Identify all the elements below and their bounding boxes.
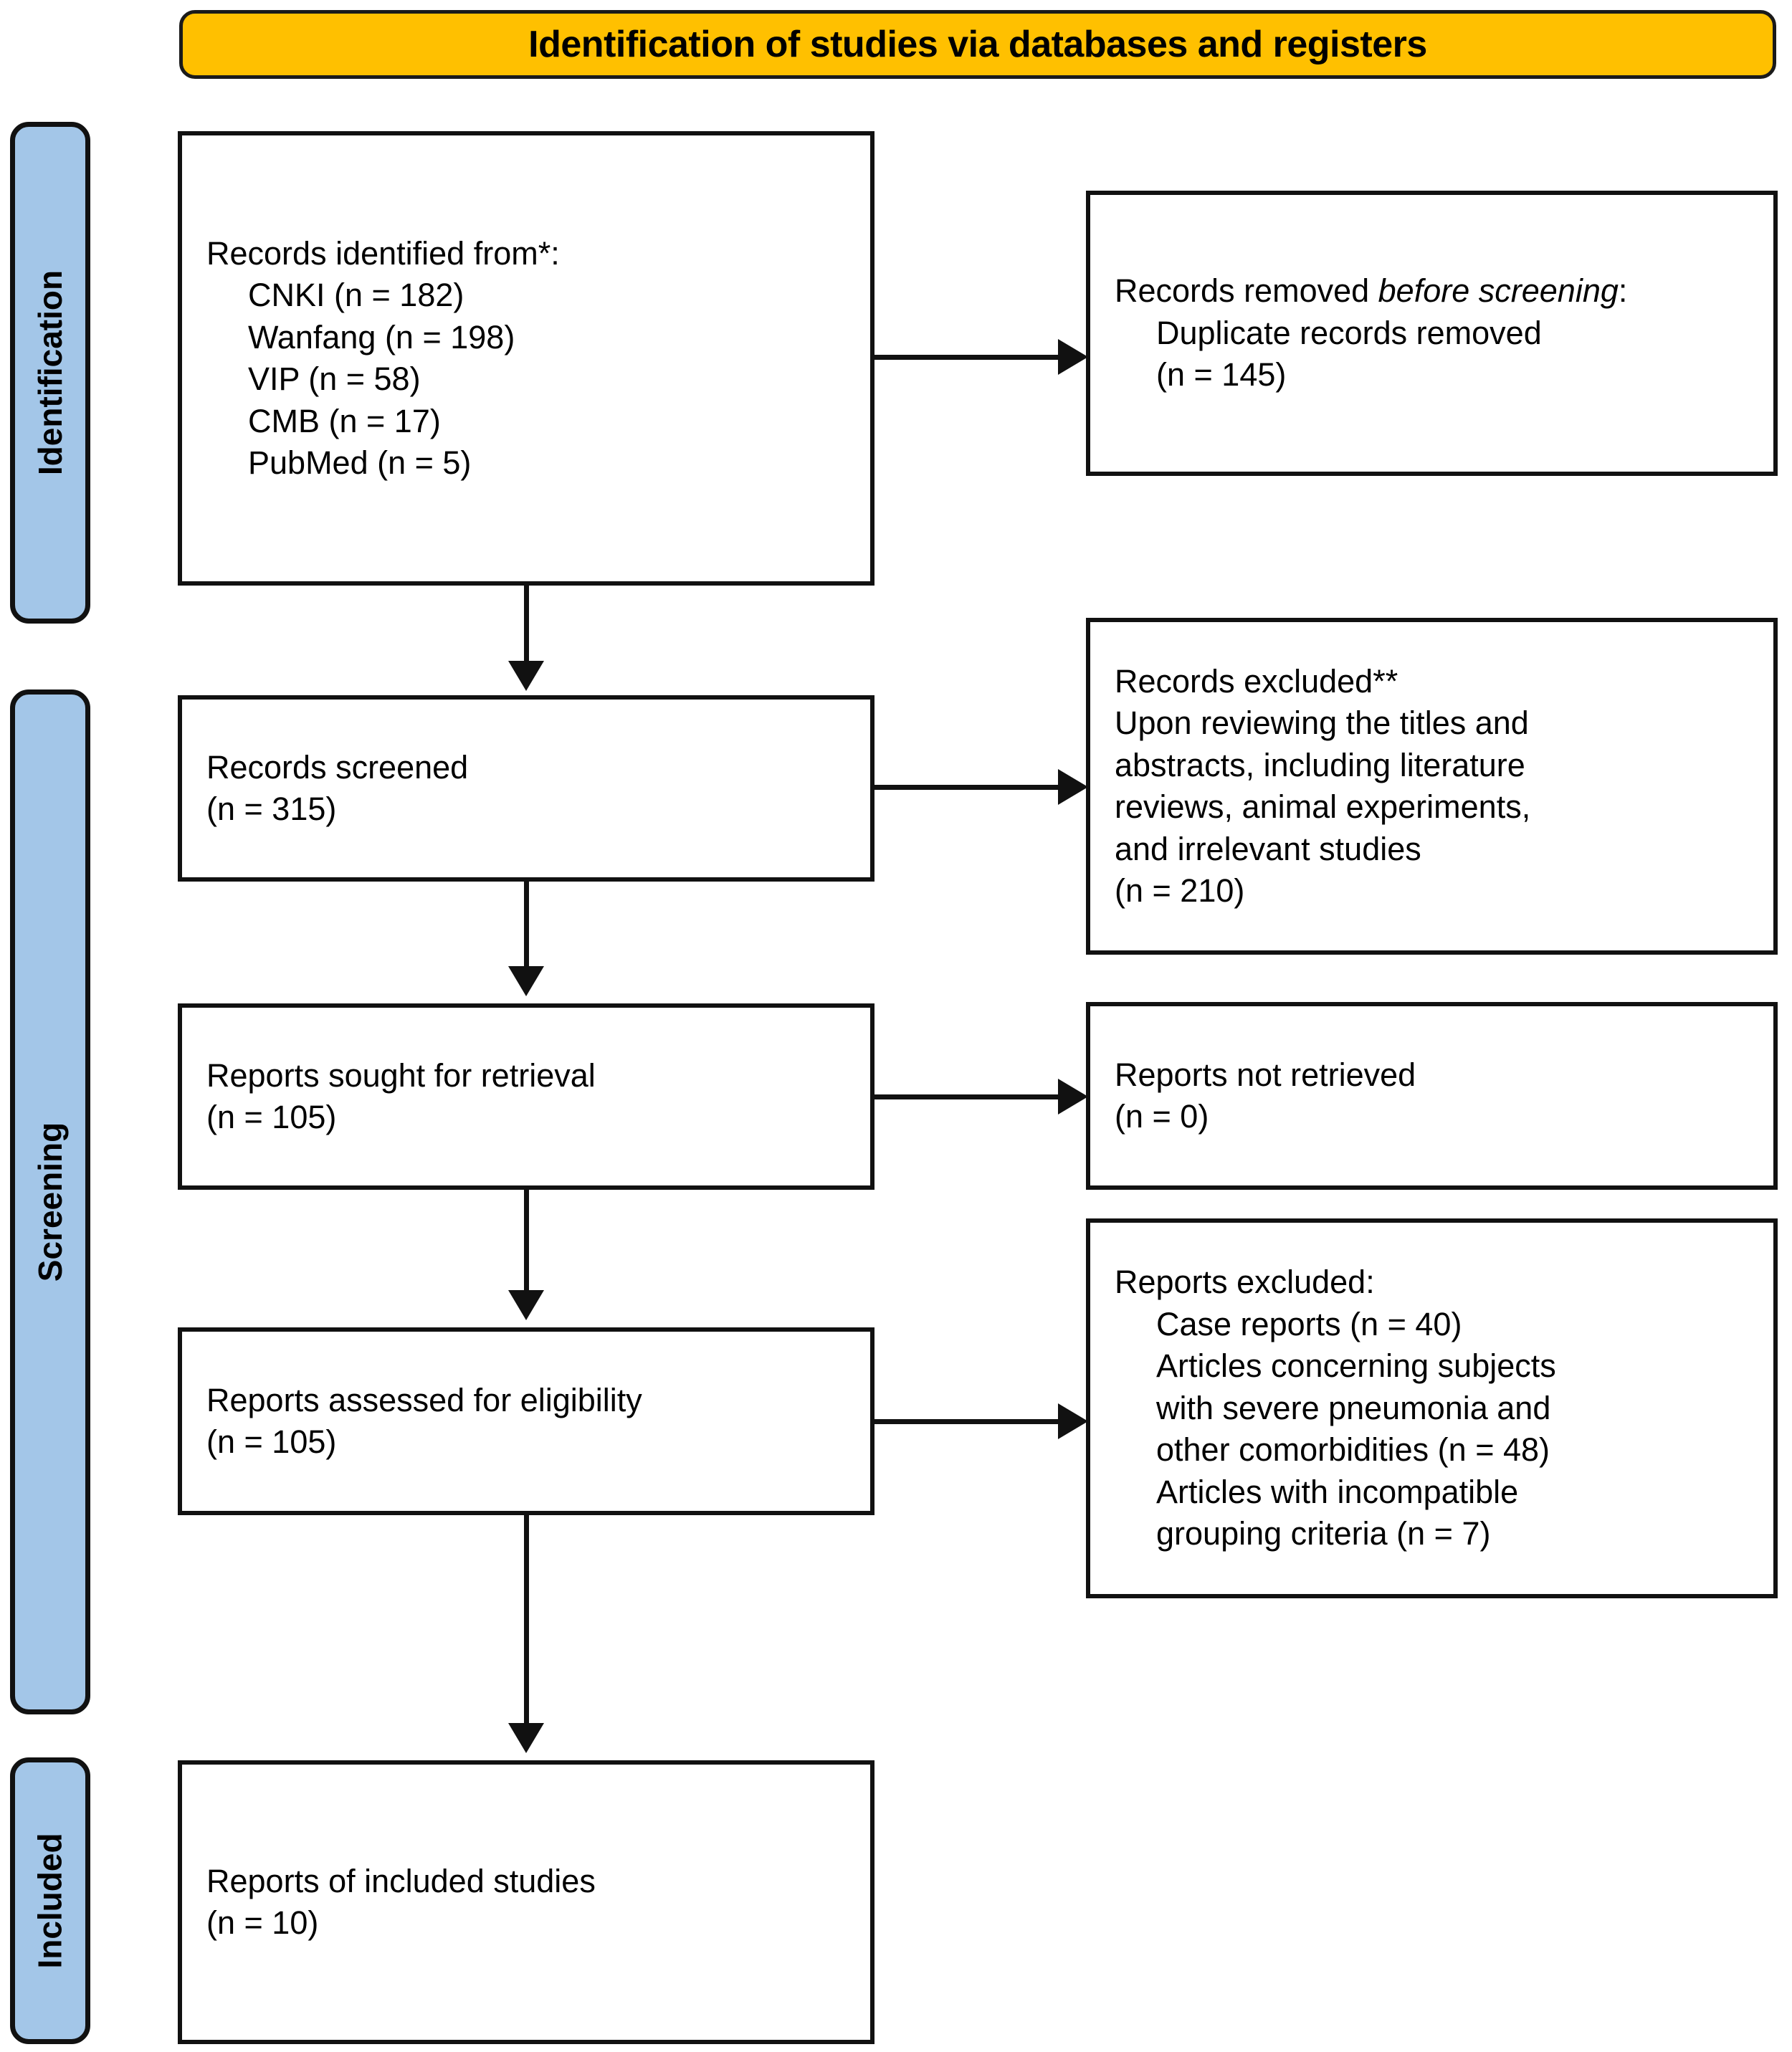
records-excluded-count: (n = 210) [1115,872,1245,909]
box-records-screened: Records screened (n = 315) [178,695,874,882]
box-reports-not-retrieved: Reports not retrieved (n = 0) [1086,1002,1778,1190]
records-excluded-line5: and irrelevant studies [1115,830,1421,867]
records-excluded-line2: Upon reviewing the titles and [1115,705,1529,741]
stage-label-screening: Screening [10,689,90,1714]
connector-sought-to-not-retrieved [874,1094,1059,1099]
arrow-down-icon-screened-to-sought [508,966,544,996]
records-excluded-heading: Records excluded** [1115,662,1398,700]
reports-not-retrieved-count: (n = 0) [1115,1098,1209,1135]
stage-label-identification-text: Identification [32,269,70,476]
records-identified-heading: Records identified from*: [206,234,560,272]
reports-included-label: Reports of included studies [206,1862,596,1899]
records-excluded-line3: abstracts, including literature [1115,746,1525,783]
records-identified-item-wanfang: Wanfang (n = 198) [248,318,515,355]
records-screened-label: Records screened [206,748,469,786]
box-reports-included-text: Reports of included studies (n = 10) [182,1861,870,1944]
box-records-removed-text: Records removed before screening: Duplic… [1090,270,1773,396]
records-removed-item-count: (n = 145) [1156,356,1287,393]
arrow-right-icon-sought-to-not-retrieved [1058,1079,1088,1115]
reports-assessed-count: (n = 105) [206,1423,337,1460]
reports-included-count: (n = 10) [206,1904,319,1941]
arrow-down-icon-sought-to-assessed [508,1290,544,1320]
arrow-down-icon-identified-to-screened [508,661,544,691]
box-reports-sought-text: Reports sought for retrieval (n = 105) [182,1055,870,1139]
box-reports-sought: Reports sought for retrieval (n = 105) [178,1003,874,1190]
reports-excluded-item-grouping-1: Articles with incompatible [1156,1473,1519,1510]
box-reports-not-retrieved-text: Reports not retrieved (n = 0) [1090,1054,1773,1138]
records-removed-heading-italic: before screening [1378,272,1619,310]
connector-assessed-to-reports-excluded [874,1419,1059,1424]
reports-excluded-item-severe-3: other comorbidities (n = 48) [1156,1431,1550,1469]
records-identified-item-cnki: CNKI (n = 182) [248,277,464,313]
records-removed-item-duplicates: Duplicate records removed [1156,314,1542,351]
box-reports-excluded: Reports excluded: Case reports (n = 40) … [1086,1218,1778,1598]
reports-assessed-label: Reports assessed for eligibility [206,1381,642,1418]
arrow-right-icon-screened-to-records-excluded [1058,769,1088,805]
box-records-identified: Records identified from*: CNKI (n = 182)… [178,131,874,586]
records-removed-heading-post: : [1618,272,1628,310]
box-records-screened-text: Records screened (n = 315) [182,747,870,831]
stage-label-identification: Identification [10,122,90,624]
records-screened-count: (n = 315) [206,791,337,827]
reports-excluded-item-severe-2: with severe pneumonia and [1156,1389,1551,1426]
arrow-right-icon-identified-to-removed [1058,339,1088,375]
connector-assessed-to-included [524,1515,529,1724]
reports-not-retrieved-label: Reports not retrieved [1115,1056,1416,1093]
reports-excluded-item-case-reports: Case reports (n = 40) [1156,1305,1462,1342]
box-reports-assessed-text: Reports assessed for eligibility (n = 10… [182,1380,870,1464]
records-identified-item-pubmed: PubMed (n = 5) [248,444,472,481]
box-reports-included: Reports of included studies (n = 10) [178,1760,874,2044]
connector-identified-to-screened [524,586,529,664]
box-reports-assessed: Reports assessed for eligibility (n = 10… [178,1327,874,1515]
connector-screened-to-sought [524,882,529,968]
reports-sought-label: Reports sought for retrieval [206,1056,596,1094]
stage-label-included: Included [10,1757,90,2044]
connector-sought-to-assessed [524,1190,529,1292]
reports-excluded-item-grouping-2: grouping criteria (n = 7) [1156,1515,1491,1552]
arrow-right-icon-assessed-to-reports-excluded [1058,1403,1088,1439]
connector-screened-to-records-excluded [874,785,1059,790]
records-excluded-line4: reviews, animal experiments, [1115,788,1531,825]
records-identified-item-cmb: CMB (n = 17) [248,402,441,439]
diagram-title: Identification of studies via databases … [528,24,1427,65]
box-records-removed: Records removed before screening: Duplic… [1086,191,1778,476]
reports-sought-count: (n = 105) [206,1099,337,1135]
records-identified-item-vip: VIP (n = 58) [248,361,421,397]
box-records-identified-text: Records identified from*: CNKI (n = 182)… [182,233,870,485]
diagram-header-banner: Identification of studies via databases … [179,10,1776,79]
reports-excluded-item-severe-1: Articles concerning subjects [1156,1347,1556,1385]
box-records-excluded-text: Records excluded** Upon reviewing the ti… [1090,661,1773,912]
box-records-excluded: Records excluded** Upon reviewing the ti… [1086,618,1778,955]
stage-label-screening-text: Screening [32,1122,70,1282]
arrow-down-icon-assessed-to-included [508,1723,544,1753]
reports-excluded-heading: Reports excluded: [1115,1264,1375,1301]
stage-label-included-text: Included [32,1833,69,1969]
records-removed-heading-pre: Records removed [1115,272,1378,310]
box-reports-excluded-text: Reports excluded: Case reports (n = 40) … [1090,1261,1773,1555]
connector-identified-to-removed [874,355,1059,360]
